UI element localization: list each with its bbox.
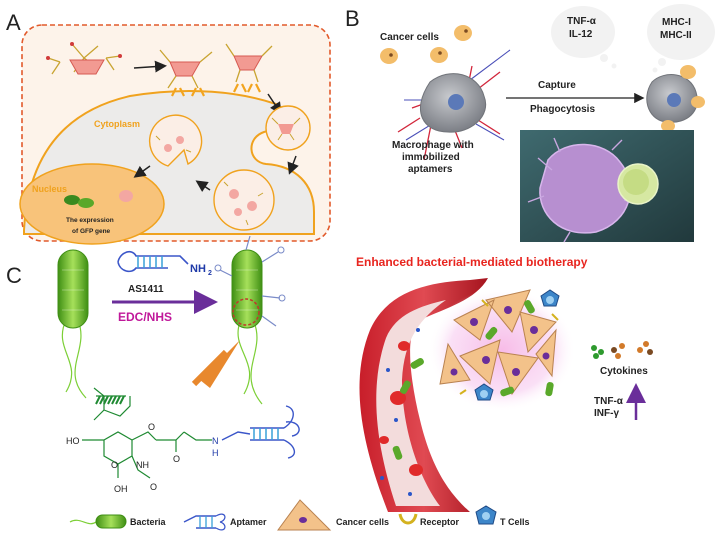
macrophage-line3: aptamers: [408, 164, 453, 175]
edc-nhs-label: EDC/NHS: [118, 310, 172, 324]
inf-gamma-label: INF-γ: [594, 408, 619, 419]
mhc-bubble: MHC-I MHC-II: [647, 4, 715, 73]
legend-label-cancer: Cancer cells: [336, 517, 389, 527]
bacterium-modified: [214, 235, 286, 405]
panel-c: C NH 2 AS1411 EDC/NHS: [6, 235, 653, 512]
tnf-alpha-label: TNF-α: [594, 396, 624, 407]
zoom-circle: [232, 298, 260, 326]
bacterium-unmodified: [57, 249, 89, 399]
macrophage-line2: immobilized: [402, 152, 460, 163]
svg-text:O: O: [150, 482, 157, 492]
amine-label: NH: [190, 263, 206, 275]
legend: Bacteria Aptamer Cancer cells Receptor T…: [69, 499, 530, 531]
legend-label-tcells: T Cells: [500, 517, 530, 527]
svg-text:O: O: [173, 454, 180, 464]
sem-micrograph: [520, 130, 694, 243]
panel-b: B Cancer cells Macrophage with immobiliz…: [345, 4, 715, 243]
svg-text:MHC-II: MHC-II: [660, 30, 692, 41]
aptamer-conjugated: [221, 405, 300, 459]
activated-macrophage: [646, 65, 705, 132]
cancer-cell: [454, 25, 472, 41]
cytokine-dots: [591, 341, 653, 359]
nanoparticle-extracellular: [46, 42, 122, 75]
chem-n: N: [212, 436, 219, 446]
cytokine-bubble: TNF-α IL-12: [551, 6, 617, 69]
nanoparticle-entering: [225, 43, 273, 93]
chem-oh: OH: [114, 484, 128, 494]
svg-text:MHC-I: MHC-I: [662, 17, 691, 28]
chemical-structure: [82, 387, 212, 479]
tumor-cluster: [428, 288, 576, 412]
panel-a: A Cytoplasm Nucleus The expression of GF…: [6, 10, 331, 245]
nanoparticle-bound: [159, 49, 213, 97]
gfp-protein: [64, 195, 80, 205]
svg-text:IL-12: IL-12: [569, 29, 593, 40]
svg-text:2: 2: [208, 270, 212, 277]
legend-label-receptor: Receptor: [420, 517, 460, 527]
cytokines-label: Cytokines: [600, 366, 648, 377]
chem-ho: HO: [66, 436, 80, 446]
cancer-cells-label: Cancer cells: [380, 32, 439, 43]
svg-text:O: O: [148, 422, 155, 432]
nucleus-label: Nucleus: [32, 184, 67, 194]
svg-text:H: H: [212, 448, 219, 458]
as1411-label: AS1411: [128, 284, 164, 295]
capture-label: Capture: [538, 80, 576, 91]
expression-line1: The expression: [66, 217, 114, 224]
chem-nh: NH: [136, 460, 149, 470]
panel-a-letter: A: [6, 10, 21, 35]
panel-c-letter: C: [6, 263, 22, 288]
bacteria-icon: [69, 514, 127, 529]
endosome-2: [213, 169, 275, 231]
aptamer-as1411: NH 2: [117, 250, 212, 277]
biotherapy-headline: Enhanced bacterial-mediated biotherapy: [356, 255, 588, 269]
cancer-cell-icon: [277, 499, 332, 531]
svg-text:TNF-α: TNF-α: [567, 16, 597, 27]
svg-text:O: O: [111, 460, 118, 470]
zoom-arrow: [200, 340, 240, 388]
expression-line2: of GFP gene: [72, 228, 111, 235]
cytoplasm-label: Cytoplasm: [94, 119, 140, 129]
endosome-1: [265, 105, 311, 151]
t-cell-icon: [475, 505, 497, 525]
legend-label-bacteria: Bacteria: [130, 517, 167, 527]
receptor-icon: [398, 513, 418, 525]
aptamer-icon: [183, 513, 226, 531]
macrophage-line1: Macrophage with: [392, 140, 474, 151]
phagocytosis-label: Phagocytosis: [530, 104, 595, 115]
macrophage-nucleus: [448, 94, 464, 110]
panel-b-letter: B: [345, 6, 360, 31]
blood-vessel: [359, 278, 488, 512]
nanoparticle-in-nucleus: [119, 190, 133, 202]
endosome-3: [148, 114, 203, 167]
legend-label-aptamer: Aptamer: [230, 517, 267, 527]
